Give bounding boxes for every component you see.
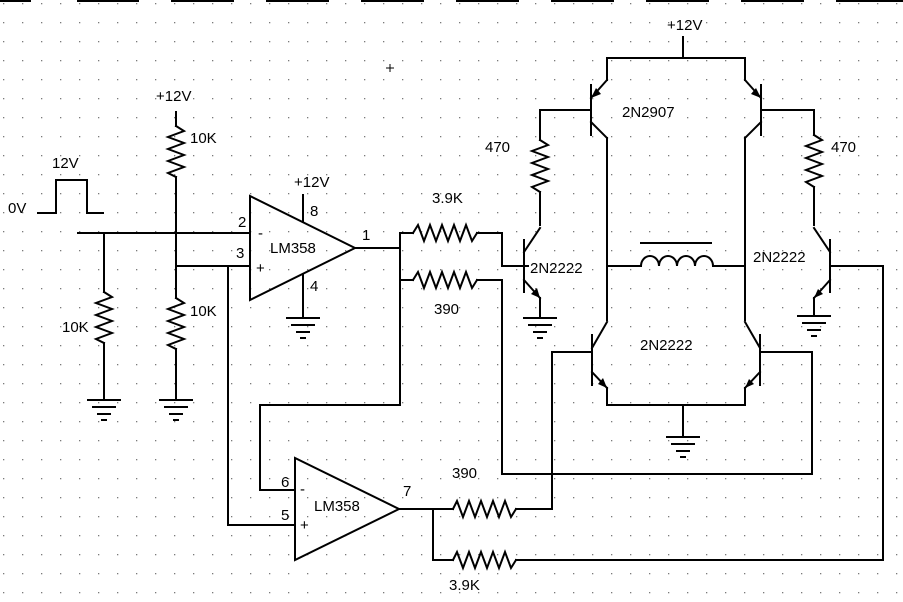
r-collector-right-label: 470 xyxy=(831,139,856,156)
supply-opamp-label: +12V xyxy=(294,174,329,191)
supply-top-label: +12V xyxy=(667,17,702,34)
u2-pin-out: 7 xyxy=(403,483,411,500)
u2-pin-noninv: 5 xyxy=(281,507,289,524)
u1-minus-sign: - xyxy=(258,225,263,242)
supply-left-label: +12V xyxy=(156,88,191,105)
u1-pin-noninv: 3 xyxy=(236,245,244,262)
cursor-cross xyxy=(386,64,394,72)
r-collector-left-label: 470 xyxy=(485,139,510,156)
u1-plus-sign: + xyxy=(256,260,265,277)
r-base-upper-2-label: 390 xyxy=(452,465,477,482)
ground-symbol-4 xyxy=(523,317,557,339)
pulse-low-label: 0V xyxy=(8,200,26,217)
u1-pin-gnd: 4 xyxy=(310,278,318,295)
ground-symbol-3 xyxy=(286,317,320,339)
q-npn-bottom-label: 2N2222 xyxy=(640,337,693,354)
u2-plus-sign: + xyxy=(300,517,309,534)
ground-symbol-2 xyxy=(159,399,193,421)
u1-pin-out: 1 xyxy=(362,227,370,244)
op-amp-u2: LM358 - + 6 5 7 xyxy=(281,456,434,562)
r-base-lower-2-label: 3.9K xyxy=(449,577,480,594)
h-bridge-supply: +12V xyxy=(606,17,746,59)
input-resistor-network: 10K xyxy=(62,232,251,401)
u2-output-resistors: 390 3.9K xyxy=(432,265,884,594)
u1-pin-vcc: 8 xyxy=(310,203,318,220)
q-npn-right-label: 2N2222 xyxy=(753,249,806,266)
r-base-upper-1-label: 3.9K xyxy=(432,190,463,207)
ground-symbol-1 xyxy=(87,399,121,421)
u1-name-label: LM358 xyxy=(270,240,316,257)
inductor-coil xyxy=(606,242,746,268)
q-pnp-label: 2N2907 xyxy=(622,104,675,121)
u2-minus-sign: - xyxy=(300,481,305,498)
u1-output-resistors: 3.9K 390 xyxy=(259,190,813,491)
npn-transistor-bottom-left xyxy=(590,320,609,406)
q-npn-left-label: 2N2222 xyxy=(530,260,583,277)
pnp-transistor-right xyxy=(743,57,815,321)
npn-transistor-bottom-right xyxy=(743,320,762,406)
u2-pin-inv: 6 xyxy=(281,474,289,491)
ground-symbol-6 xyxy=(606,404,746,458)
op-amp-u1: LM358 - + 2 3 1 +12V 8 4 xyxy=(236,174,401,319)
reference-divider: +12V 10K 10K xyxy=(156,88,296,526)
u1-pin-inv: 2 xyxy=(238,214,246,231)
pnp-transistor-left xyxy=(539,57,609,321)
collector-resistor-left: 470 xyxy=(485,138,551,226)
r-divider-top-label: 10K xyxy=(190,130,217,147)
pulse-high-label: 12V xyxy=(52,155,79,172)
input-pulse: 12V 0V xyxy=(8,155,104,217)
collector-resistor-right: 470 xyxy=(803,133,856,226)
ground-symbol-5 xyxy=(797,315,831,337)
npn-transistor-right xyxy=(812,226,832,317)
u2-name-label: LM358 xyxy=(314,498,360,515)
r-input-label: 10K xyxy=(62,319,89,336)
r-base-lower-1-label: 390 xyxy=(434,301,459,318)
npn-transistor-left xyxy=(522,226,542,319)
r-divider-bottom-label: 10K xyxy=(190,303,217,320)
